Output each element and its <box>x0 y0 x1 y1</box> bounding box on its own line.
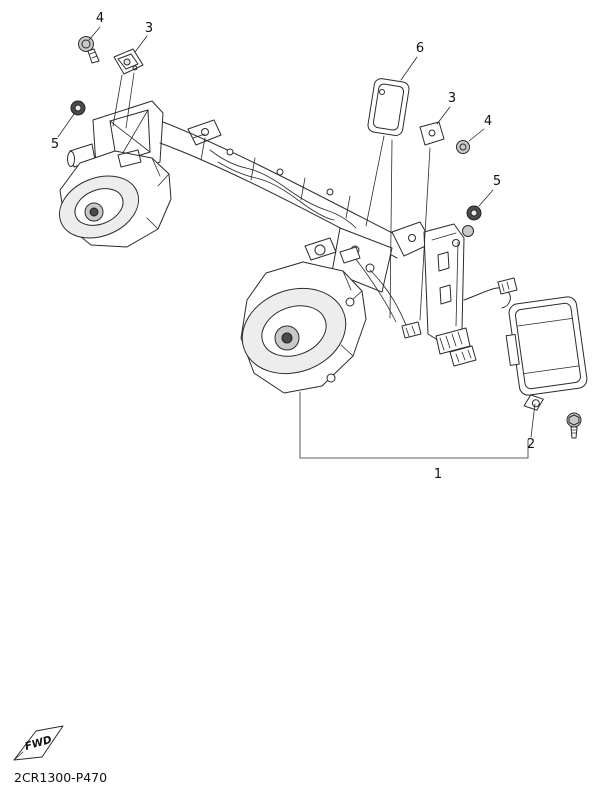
upper-headlight <box>58 149 172 248</box>
bracket-part-mid <box>419 121 445 146</box>
fwd-marker: FWD <box>13 725 64 761</box>
gasket-plate-part <box>367 78 410 136</box>
callout-2: 2 <box>527 437 535 452</box>
callout-4-mid: 4 <box>484 114 492 129</box>
callout-labels: 4 3 6 3 4 5 5 2 1 <box>51 11 535 482</box>
ecu-unit <box>505 296 588 411</box>
lower-headlight <box>240 237 367 394</box>
wiring-harness <box>209 149 422 339</box>
controller-bracket <box>423 223 518 367</box>
callout-6: 6 <box>416 41 424 56</box>
screw-part-top <box>78 36 100 64</box>
callout-5-right: 5 <box>493 174 501 189</box>
bracket-part-top <box>113 48 144 75</box>
callout-5-left: 5 <box>51 137 59 152</box>
ecu-screw <box>566 412 582 439</box>
grommet-part-right <box>466 205 482 221</box>
screw-part-mid <box>456 140 470 154</box>
callout-3-mid: 3 <box>448 91 456 106</box>
diagram-code: 2CR1300-P470 <box>14 770 107 785</box>
callout-4-top: 4 <box>96 11 104 26</box>
callout-1: 1 <box>434 467 442 482</box>
grommet-part-left <box>70 100 86 116</box>
callout-3-top: 3 <box>145 21 153 36</box>
leader-lines <box>57 26 536 459</box>
